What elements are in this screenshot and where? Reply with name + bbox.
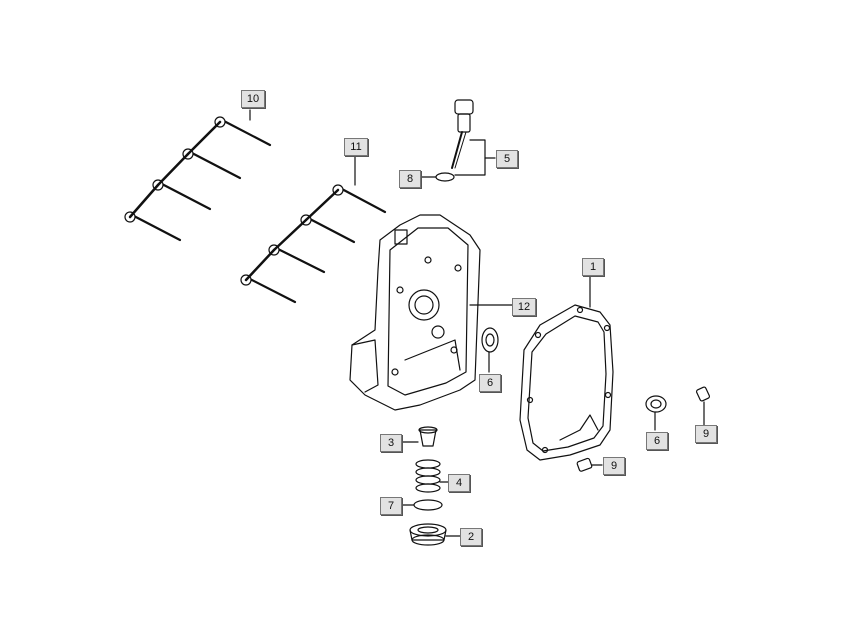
callout-8[interactable]: 8 (399, 170, 421, 188)
bolt-set-10 (124, 109, 272, 242)
callout-3[interactable]: 3 (380, 434, 402, 452)
callout-10[interactable]: 10 (241, 90, 265, 108)
callout-4[interactable]: 4 (448, 474, 470, 492)
spring-4 (415, 459, 449, 493)
callout-7[interactable]: 7 (380, 497, 402, 515)
o-ring-7 (399, 499, 443, 511)
bolt-set-11 (240, 151, 387, 304)
dowel-pin-9-right (695, 386, 711, 426)
drain-plug-2 (409, 523, 461, 546)
oil-seal-6-left (481, 327, 499, 373)
callout-1[interactable]: 1 (582, 258, 604, 276)
dowel-pin-9-lower (576, 457, 603, 472)
callout-6-left[interactable]: 6 (479, 374, 501, 392)
callout-2[interactable]: 2 (460, 528, 482, 546)
dipstick-5 (451, 99, 496, 176)
callout-5[interactable]: 5 (496, 150, 518, 168)
callout-9-right[interactable]: 9 (695, 425, 717, 443)
callout-6-right[interactable]: 6 (646, 432, 668, 450)
callout-11[interactable]: 11 (344, 138, 368, 156)
callout-12[interactable]: 12 (512, 298, 536, 316)
o-ring-8 (419, 172, 455, 182)
callout-9-lower[interactable]: 9 (603, 457, 625, 475)
gasket-1 (519, 275, 614, 461)
oil-seal-6-right (645, 395, 667, 431)
crankcase-cover (349, 214, 516, 411)
strainer-3 (399, 426, 438, 447)
